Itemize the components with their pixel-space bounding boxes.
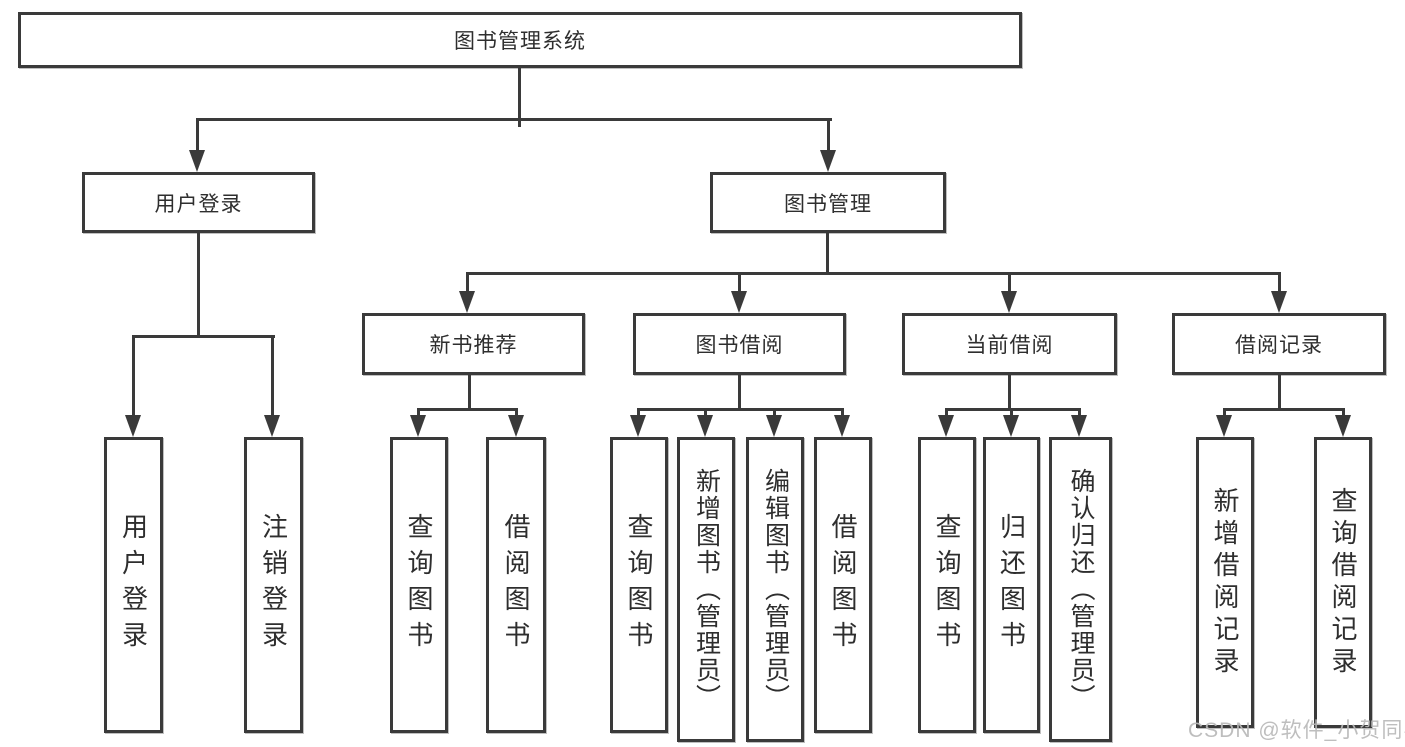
connector-drop-user-login (196, 118, 199, 154)
connector-drop (841, 408, 844, 418)
connector-drop (515, 408, 518, 418)
arrowhead-icon (820, 150, 836, 172)
connector-level3-branch (466, 272, 1281, 275)
leaf-borrow-books-recommend: 借阅图书 (486, 437, 546, 733)
connector-user-login-branch (132, 335, 275, 338)
leaf-query-books-current-label: 查询图书 (932, 513, 962, 657)
leaf-add-books-admin: 新增图书（管理员） (677, 437, 735, 742)
leaf-borrow-books: 借阅图书 (814, 437, 872, 733)
leaf-query-books-borrow: 查询图书 (610, 437, 668, 733)
connector-drop (1010, 408, 1013, 418)
leaf-return-books-label: 归还图书 (996, 513, 1027, 657)
leaf-add-borrow-record: 新增借阅记录 (1196, 437, 1254, 728)
connector-current-borrow-stem (1008, 375, 1011, 411)
connector-drop (773, 408, 776, 418)
node-borrowing-records-label: 借阅记录 (1235, 334, 1323, 357)
connector-borrow-history-stem (1278, 375, 1281, 411)
node-library-system-label: 图书管理系统 (454, 30, 586, 53)
connector-level2-branch (196, 118, 832, 121)
node-user-login: 用户登录 (82, 172, 315, 233)
connector-book-borrow-stem (738, 375, 741, 411)
connector-new-book-branch (417, 408, 518, 411)
node-current-borrowing-label: 当前借阅 (965, 334, 1054, 357)
leaf-edit-books-admin-label: 编辑图书（管理员） (761, 468, 790, 711)
connector-drop-new-book (466, 272, 469, 295)
node-current-borrowing: 当前借阅 (902, 313, 1117, 375)
connector-borrow-history-branch (1223, 408, 1345, 411)
connector-drop (945, 408, 948, 418)
arrowhead-icon (630, 415, 646, 437)
leaf-query-books-recommend: 查询图书 (390, 437, 448, 733)
connector-drop (637, 408, 640, 418)
connector-drop (1223, 408, 1226, 418)
connector-drop-leaf-logout (271, 335, 274, 417)
arrowhead-icon (125, 415, 141, 437)
arrowhead-icon (1335, 415, 1351, 437)
leaf-confirm-return-admin: 确认归还（管理员） (1049, 437, 1112, 742)
connector-drop (417, 408, 420, 418)
leaf-add-books-admin-label: 新增图书（管理员） (692, 468, 721, 711)
connector-drop-leaf-login (132, 335, 135, 417)
connector-book-management-stem (826, 233, 829, 275)
connector-drop (1078, 408, 1081, 418)
arrowhead-icon (1271, 291, 1287, 313)
arrowhead-icon (731, 291, 747, 313)
node-new-book-recommend: 新书推荐 (362, 313, 585, 375)
arrowhead-icon (410, 415, 426, 437)
node-borrowing-records: 借阅记录 (1172, 313, 1386, 375)
arrowhead-icon (1003, 415, 1019, 437)
leaf-query-borrow-record-label: 查询借阅记录 (1328, 486, 1358, 679)
leaf-user-login: 用户登录 (104, 437, 163, 733)
node-book-borrowing: 图书借阅 (633, 313, 846, 375)
leaf-edit-books-admin: 编辑图书（管理员） (746, 437, 804, 742)
arrowhead-icon (1001, 291, 1017, 313)
arrowhead-icon (766, 415, 782, 437)
leaf-query-books-recommend-label: 查询图书 (404, 513, 434, 657)
leaf-query-books-current: 查询图书 (918, 437, 976, 733)
connector-drop-book-borrow (738, 272, 741, 295)
node-library-system: 图书管理系统 (18, 12, 1022, 68)
leaf-borrow-books-recommend-label: 借阅图书 (501, 513, 531, 657)
connector-user-login-stem (197, 233, 200, 338)
leaf-logout-label: 注销登录 (258, 513, 289, 657)
connector-drop-book-management (827, 118, 830, 154)
arrowhead-icon (1071, 415, 1087, 437)
arrowhead-icon (938, 415, 954, 437)
node-new-book-recommend-label: 新书推荐 (429, 334, 518, 357)
connector-current-borrow-branch (945, 408, 1081, 411)
node-book-borrowing-label: 图书借阅 (695, 334, 784, 357)
arrowhead-icon (508, 415, 524, 437)
leaf-logout: 注销登录 (244, 437, 303, 733)
arrowhead-icon (264, 415, 280, 437)
connector-book-borrow-branch (637, 408, 844, 411)
connector-drop (704, 408, 707, 418)
leaf-borrow-books-label: 借阅图书 (828, 513, 858, 657)
leaf-confirm-return-admin-label: 确认归还（管理员） (1067, 468, 1095, 711)
leaf-query-books-borrow-label: 查询图书 (624, 513, 654, 657)
arrowhead-icon (1216, 415, 1232, 437)
node-book-management-label: 图书管理 (784, 192, 872, 216)
node-user-login-label: 用户登录 (154, 192, 243, 216)
leaf-user-login-label: 用户登录 (118, 513, 149, 657)
connector-drop-current-borrow (1008, 272, 1011, 295)
arrowhead-icon (834, 415, 850, 437)
node-book-management: 图书管理 (710, 172, 946, 233)
arrowhead-icon (697, 415, 713, 437)
csdn-watermark: CSDN @软件_小贺同学 (1188, 719, 1405, 742)
connector-drop-borrow-history (1278, 272, 1281, 295)
leaf-query-borrow-record: 查询借阅记录 (1314, 437, 1372, 728)
leaf-return-books: 归还图书 (983, 437, 1040, 733)
leaf-add-borrow-record-label: 新增借阅记录 (1210, 486, 1240, 679)
arrowhead-icon (459, 291, 475, 313)
connector-root-stem (518, 68, 521, 127)
connector-new-book-stem (468, 375, 471, 411)
arrowhead-icon (189, 150, 205, 172)
connector-drop (1342, 408, 1345, 418)
